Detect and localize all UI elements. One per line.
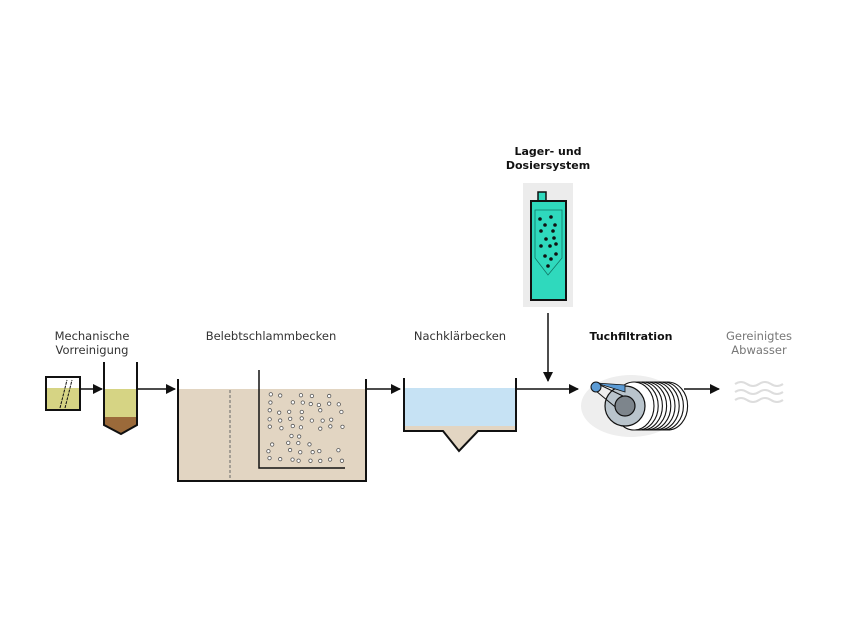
bubble bbox=[268, 400, 273, 405]
bubble bbox=[290, 423, 295, 429]
bubble bbox=[339, 409, 344, 415]
particle bbox=[549, 257, 553, 261]
bubble bbox=[309, 393, 315, 399]
bubble bbox=[327, 393, 332, 399]
bubble bbox=[287, 447, 293, 453]
bubble bbox=[266, 449, 271, 454]
label-activated-sludge: Belebtschlammbecken bbox=[206, 329, 337, 343]
particle bbox=[553, 223, 557, 227]
dosing-tank bbox=[523, 183, 573, 307]
particle bbox=[539, 244, 543, 248]
bubble bbox=[310, 450, 315, 455]
bubble bbox=[318, 408, 323, 413]
bubble bbox=[288, 416, 293, 421]
activated-sludge-tank bbox=[177, 370, 367, 482]
particle bbox=[543, 254, 547, 258]
particle bbox=[544, 237, 548, 241]
bubble bbox=[340, 424, 345, 429]
label-treated-2: Abwasser bbox=[731, 343, 787, 357]
particle bbox=[543, 223, 547, 227]
particle bbox=[548, 244, 552, 248]
label-dosing-1: Lager- und bbox=[514, 145, 581, 158]
bubble bbox=[328, 424, 333, 429]
bubble bbox=[286, 440, 291, 445]
bubble bbox=[308, 458, 313, 463]
bubble bbox=[327, 401, 332, 406]
bubble bbox=[299, 416, 304, 421]
bubble bbox=[289, 433, 294, 439]
bubble bbox=[307, 442, 312, 447]
bubble bbox=[317, 448, 322, 454]
particle bbox=[546, 264, 550, 268]
bubble bbox=[329, 417, 334, 422]
bubble bbox=[296, 458, 301, 463]
particle bbox=[538, 217, 542, 221]
particle bbox=[554, 252, 558, 256]
bubble bbox=[278, 418, 283, 423]
bubble bbox=[287, 409, 292, 414]
label-mechanical-2: Vorreinigung bbox=[56, 343, 129, 357]
bubble bbox=[316, 402, 321, 408]
bubble bbox=[278, 457, 283, 462]
particle bbox=[539, 229, 543, 233]
bubble bbox=[336, 402, 341, 407]
air-bubbles bbox=[266, 392, 345, 464]
screen-unit bbox=[45, 376, 81, 411]
bubble bbox=[278, 393, 283, 398]
grit-chamber bbox=[103, 362, 138, 436]
bubble bbox=[267, 424, 272, 429]
bubble bbox=[339, 458, 345, 463]
bubble bbox=[277, 410, 282, 415]
bubble bbox=[309, 418, 314, 423]
bubble bbox=[300, 400, 305, 405]
bubble bbox=[267, 455, 272, 461]
bubble bbox=[270, 442, 275, 447]
label-mechanical-1: Mechanische bbox=[55, 329, 130, 343]
particle bbox=[551, 229, 555, 233]
bubble bbox=[327, 457, 333, 462]
bubble bbox=[290, 457, 295, 462]
label-secondary-clarifier: Nachklärbecken bbox=[414, 329, 506, 343]
bubble bbox=[267, 408, 272, 413]
bubble bbox=[296, 440, 301, 446]
bubble bbox=[267, 417, 272, 422]
bubble bbox=[299, 409, 304, 415]
bubble bbox=[320, 418, 325, 423]
label-treated-1: Gereinigtes bbox=[726, 329, 792, 343]
label-dosing-2: Dosiersystem bbox=[506, 159, 590, 172]
bubble bbox=[318, 426, 323, 431]
bubble bbox=[297, 434, 302, 439]
particle bbox=[552, 236, 556, 240]
bubble bbox=[298, 393, 304, 398]
particle bbox=[549, 215, 553, 219]
secondary-clarifier bbox=[403, 378, 517, 453]
chemical-particles bbox=[538, 215, 558, 268]
label-cloth-filtration: Tuchfiltration bbox=[590, 330, 673, 343]
bubble bbox=[308, 401, 313, 407]
bubble bbox=[268, 392, 273, 397]
bubble bbox=[298, 450, 303, 455]
bubble bbox=[336, 448, 341, 453]
bubble bbox=[279, 426, 284, 431]
bubble bbox=[298, 425, 304, 430]
bubble bbox=[290, 400, 295, 405]
bubble bbox=[318, 458, 323, 464]
water-waves-icon bbox=[734, 381, 784, 403]
particle bbox=[554, 242, 558, 246]
cloth-filter bbox=[581, 375, 689, 437]
